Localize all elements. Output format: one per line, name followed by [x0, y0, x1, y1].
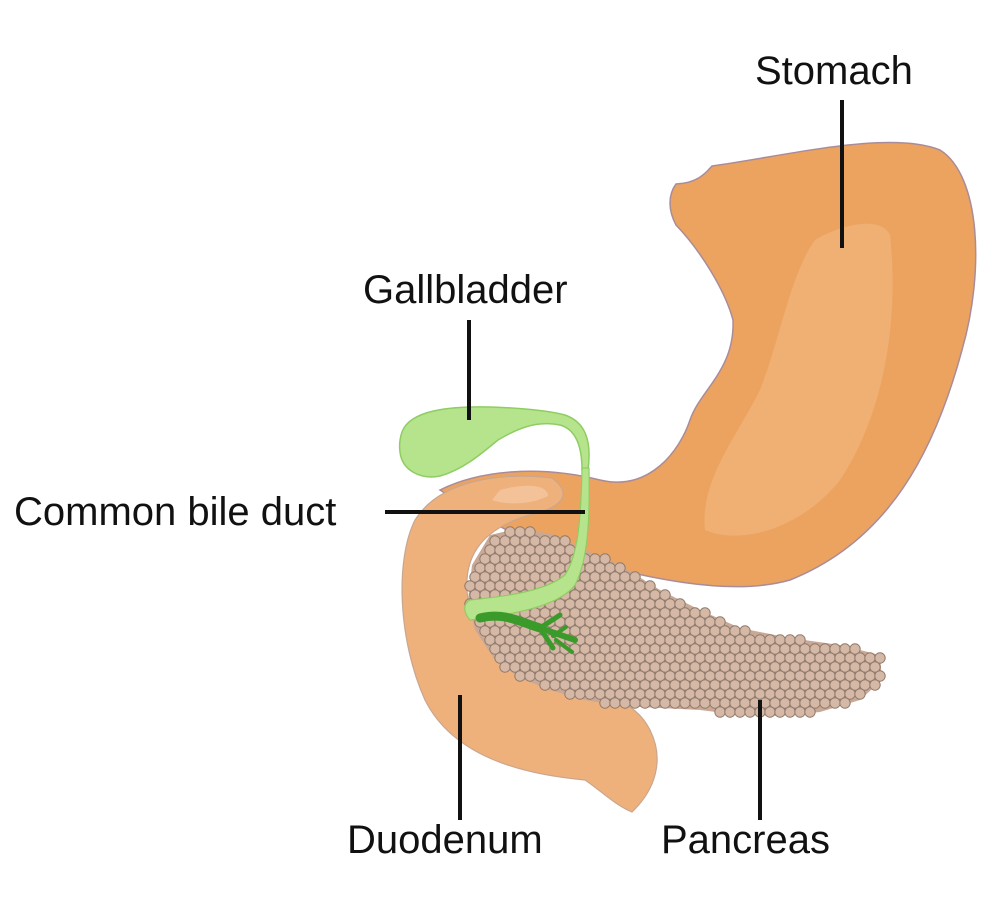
common-bile-duct-label: Common bile duct	[14, 490, 336, 534]
pancreas-cell	[584, 688, 596, 700]
pancreas-cell	[659, 697, 671, 709]
duodenum	[401, 475, 658, 813]
pancreas-cell	[784, 706, 796, 718]
pancreas-cell	[599, 553, 611, 565]
duodenum-loop	[401, 475, 658, 813]
pancreas-cell	[699, 607, 711, 619]
pancreas-cell	[499, 661, 511, 673]
pancreas-cell	[539, 679, 551, 691]
pancreas-cell	[869, 679, 881, 691]
pancreas-cell	[819, 697, 831, 709]
pancreas-cell	[829, 697, 841, 709]
pancreas-cell	[639, 697, 651, 709]
gallbladder-label: Gallbladder	[363, 268, 568, 312]
stomach	[438, 141, 977, 588]
pancreas-cell	[659, 589, 671, 601]
pancreas-cell	[869, 661, 881, 673]
pancreas-cell	[874, 670, 886, 682]
pancreas-cell	[849, 643, 861, 655]
pancreas-cell	[619, 697, 631, 709]
pancreas-cell	[874, 652, 886, 664]
common-bile-duct-shape	[464, 467, 590, 621]
pancreas-cell	[794, 634, 806, 646]
gallbladder	[398, 406, 590, 621]
pancreas-cell	[609, 697, 621, 709]
pancreas-cell	[854, 688, 866, 700]
pancreas-cell	[524, 670, 536, 682]
pancreas-cell	[739, 625, 751, 637]
pancreas-cell	[614, 562, 626, 574]
pancreas-cell	[794, 706, 806, 718]
pancreatic-duct	[475, 611, 578, 654]
pancreas-cell	[514, 670, 526, 682]
pancreas-cell	[549, 679, 561, 691]
pancreas-cell	[524, 526, 536, 538]
duodenum-label: Duodenum	[347, 818, 543, 862]
pancreas-cell	[649, 697, 661, 709]
pancreas-cell	[724, 706, 736, 718]
pancreas-cell	[839, 697, 851, 709]
pancreas-label: Pancreas	[661, 818, 830, 862]
pancreas-cell	[699, 697, 711, 709]
pancreas-cell	[689, 697, 701, 709]
pancreas-cell	[744, 706, 756, 718]
pancreas-cell	[629, 697, 641, 709]
pancreas-cell	[734, 706, 746, 718]
pancreas-cell	[599, 697, 611, 709]
pancreas-cell	[669, 697, 681, 709]
pancreas-cell	[564, 688, 576, 700]
pancreas-cell	[644, 580, 656, 592]
pancreas-cell	[679, 697, 691, 709]
pancreas-cell	[764, 706, 776, 718]
pancreas-cell	[629, 571, 641, 583]
pancreas-cell	[804, 706, 816, 718]
gallbladder-sac	[398, 406, 590, 478]
pancreas-cell	[714, 616, 726, 628]
duodenum-highlight	[492, 485, 548, 504]
pancreas-cell	[774, 706, 786, 718]
pancreas-cell	[674, 598, 686, 610]
pancreas-cell	[574, 688, 586, 700]
stomach-label: Stomach	[755, 49, 913, 93]
stomach-highlight	[704, 223, 893, 536]
pancreas-cell	[559, 535, 571, 547]
pancreas-cell	[714, 706, 726, 718]
